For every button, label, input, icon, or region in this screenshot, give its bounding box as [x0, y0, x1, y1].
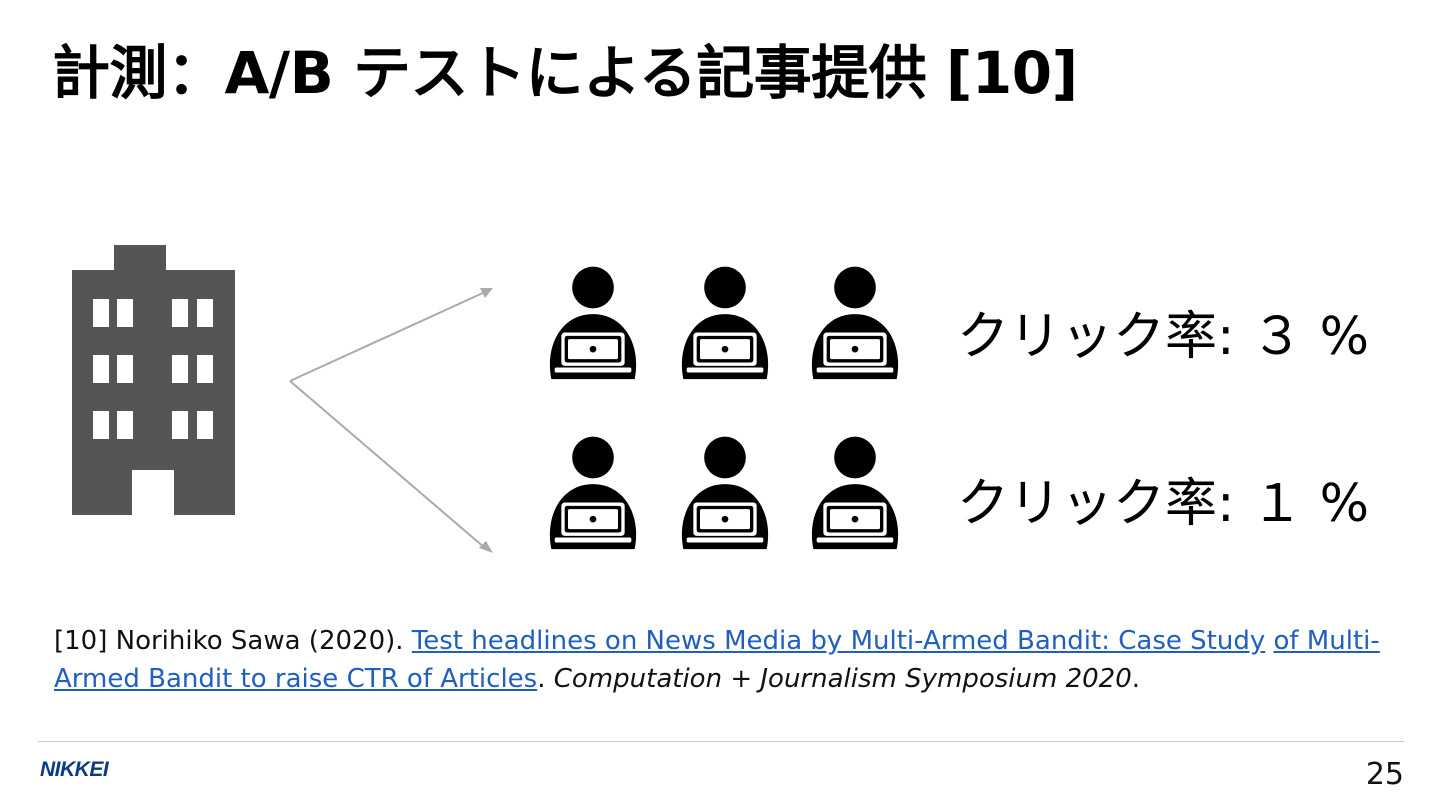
user-group-b: [549, 436, 899, 550]
reference-period: .: [537, 664, 554, 694]
person-with-laptop-icon: [811, 266, 899, 380]
page-number: 25: [1365, 757, 1404, 792]
slide-title: 計測：A/B テストによる記事提供 [10]: [52, 39, 1078, 107]
click-rate-group-a: クリック率: ３ %: [957, 307, 1369, 367]
nikkei-logo: NIKKEI: [40, 758, 109, 781]
reference-suffix: .: [1131, 664, 1141, 694]
person-with-laptop-icon: [811, 436, 899, 550]
click-rate-group-b: クリック率: １ %: [957, 474, 1369, 534]
person-with-laptop-icon: [549, 266, 637, 380]
reference-prefix: [10] Norihiko Sawa (2020).: [54, 626, 412, 656]
reference-venue: Computation + Journalism Symposium 2020: [553, 664, 1132, 694]
user-group-a: [549, 266, 899, 380]
person-with-laptop-icon: [681, 266, 769, 380]
reference-citation: [10] Norihiko Sawa (2020). Test headline…: [54, 622, 1414, 698]
reference-link-title[interactable]: Test headlines on News Media by Multi-Ar…: [411, 626, 1266, 656]
arrow-icon: [289, 288, 493, 553]
building-icon: [72, 245, 235, 515]
person-with-laptop-icon: [549, 436, 637, 550]
person-with-laptop-icon: [681, 436, 769, 550]
footer-divider: [38, 741, 1404, 742]
reference-link-subtitle[interactable]: of Multi-Armed Bandit to raise CTR of Ar…: [54, 626, 1380, 694]
